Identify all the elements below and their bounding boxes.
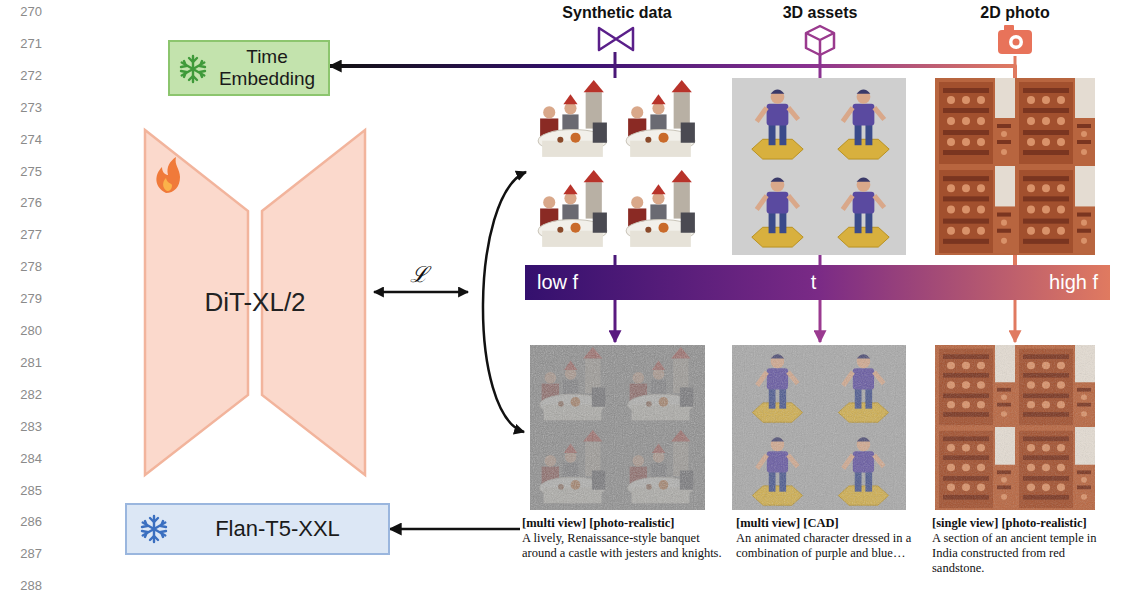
noise-scale-band: low f t high f xyxy=(525,265,1110,300)
node-text: Flan-T5-XXL xyxy=(215,516,340,542)
line-number: 279 xyxy=(8,291,42,306)
column-header: Synthetic data xyxy=(562,4,671,22)
line-number: 281 xyxy=(8,355,42,370)
synthetic-icon xyxy=(599,28,633,50)
line-number: 277 xyxy=(8,227,42,242)
column-header: 2D photo xyxy=(980,4,1049,22)
connector xyxy=(390,528,520,531)
caption-text: A lively, Renaissance-style banquet arou… xyxy=(522,531,722,561)
asset-noisy-image xyxy=(732,345,906,510)
column-header: 3D assets xyxy=(783,4,858,22)
prompt-caption: [multi view] [CAD]An animated character … xyxy=(736,516,914,561)
line-number: 278 xyxy=(8,259,42,274)
connector xyxy=(330,66,1015,265)
caption-text: An animated character dressed in a combi… xyxy=(736,531,914,561)
node-text: low f xyxy=(537,271,578,294)
line-number: 286 xyxy=(8,514,42,529)
line-number: 284 xyxy=(8,451,42,466)
encoder-box: Flan-T5-XXL xyxy=(125,503,390,555)
line-number: 273 xyxy=(8,100,42,115)
line-number: 283 xyxy=(8,419,42,434)
loss-label: ℒ xyxy=(410,258,428,288)
caption-tags: [single view] [photo-realistic] xyxy=(932,516,1120,531)
model-block: DiT-XL/2 xyxy=(140,125,370,480)
status-icon xyxy=(139,514,169,544)
line-number: 274 xyxy=(8,132,42,147)
line-number: 287 xyxy=(8,546,42,561)
noise-arrows xyxy=(615,300,1015,342)
loss-arrows xyxy=(374,172,526,432)
caption-text: A section of an ancient temple in India … xyxy=(932,531,1120,576)
node-text: DiT-XL/2 xyxy=(204,287,305,318)
caption-tags: [multi view] [CAD] xyxy=(736,516,914,531)
embedding-box: Time Embedding xyxy=(168,40,330,96)
line-number: 271 xyxy=(8,36,42,51)
node-text: high f xyxy=(1049,271,1098,294)
synthetic-noisy-image xyxy=(530,345,705,510)
synthetic-clean-image xyxy=(530,78,705,255)
line-number: 282 xyxy=(8,387,42,402)
caption-tags: [multi view] [photo-realistic] xyxy=(522,516,722,531)
prompt-caption: [single view] [photo-realistic]A section… xyxy=(932,516,1120,576)
line-number: 280 xyxy=(8,323,42,338)
photo-noisy-image xyxy=(935,345,1095,510)
line-number: 275 xyxy=(8,164,42,179)
node-text: Time Embedding xyxy=(212,46,322,90)
status-icon xyxy=(178,54,208,84)
photo-clean-image xyxy=(935,56,1095,255)
node-text: t xyxy=(811,271,817,294)
line-number: 285 xyxy=(8,483,42,498)
prompt-caption: [multi view] [photo-realistic]A lively, … xyxy=(522,516,722,561)
line-number: 288 xyxy=(8,578,42,593)
line-number: 272 xyxy=(8,68,42,83)
cube-icon xyxy=(806,26,834,55)
asset-clean-image xyxy=(732,78,906,255)
camera-icon xyxy=(998,25,1032,54)
line-number: 270 xyxy=(8,4,42,19)
line-number: 276 xyxy=(8,195,42,210)
